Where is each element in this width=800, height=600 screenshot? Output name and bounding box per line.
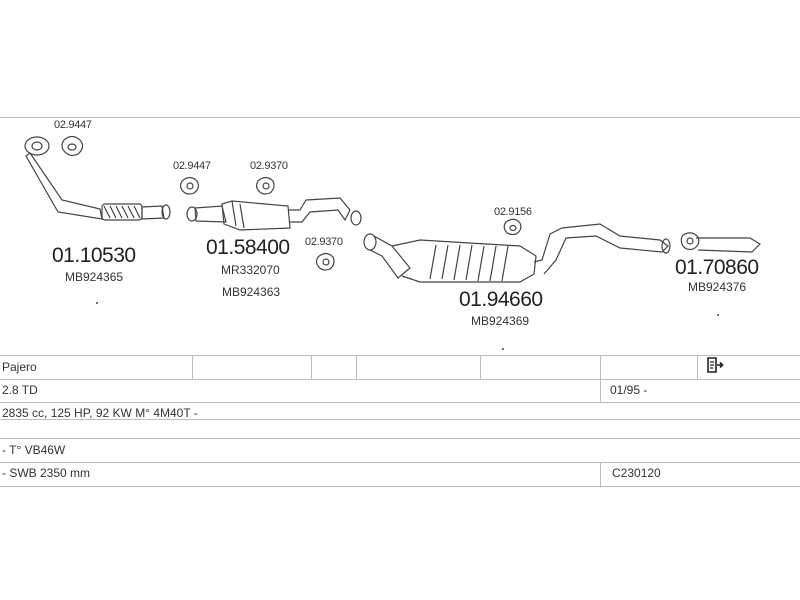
oem-ref-front-silencer-2: MB924363 [222,285,281,299]
spec-cell: 2835 cc, 125 HP, 92 KW M° 4M40T - [2,406,198,420]
table-border [0,419,800,420]
table-border [0,402,800,403]
gasket-drawing-3 [255,176,275,195]
table-divider [600,355,601,379]
gasket-drawing-4 [315,252,335,271]
gasket-drawing-6 [680,232,700,251]
gasket-ref-4: 02.9370 [305,236,343,248]
table-divider [480,355,481,379]
table-border [0,438,800,439]
oem-ref-tail-pipe: MB924376 [688,280,747,294]
oem-ref-front-pipe: MB924365 [65,270,124,284]
front-pipe-drawing [24,136,171,221]
part-number-front-silencer: 01.58400 [206,236,290,259]
oem-ref-rear-silencer: MB924369 [471,314,530,328]
table-divider [600,462,601,486]
oem-ref-front-silencer: MR332070 [221,263,280,277]
exhaust-diagram [24,135,761,283]
table-border [0,355,800,356]
table-divider [311,355,312,379]
code-cell: C230120 [612,466,661,480]
type-cell: - T° VB46W [2,443,66,457]
table-border [0,486,800,487]
top-separator [0,117,800,118]
table-divider [192,355,193,379]
gasket-ref-2: 02.9447 [173,160,211,172]
gasket-drawing-2 [179,176,200,195]
gasket-ref-5: 02.9156 [494,206,532,218]
gasket-drawing-5 [503,218,522,236]
part-number-rear-silencer: 01.94660 [459,288,543,311]
wheelbase-cell: - SWB 2350 mm [2,466,91,480]
part-number-front-pipe: 01.10530 [52,244,136,267]
table-divider [600,379,601,402]
dot-mark [96,302,98,304]
dot-mark [502,348,504,350]
tail-pipe-drawing [696,237,761,253]
table-border [0,379,800,380]
part-number-tail-pipe: 01.70860 [675,256,759,279]
model-cell: Pajero [2,360,37,374]
front-silencer-drawing [186,197,362,231]
document-arrow-icon[interactable] [706,356,724,374]
rear-silencer-drawing [363,223,671,283]
table-border [0,462,800,463]
gasket-ref-1: 02.9447 [54,119,92,131]
gasket-ref-3: 02.9370 [250,160,288,172]
dot-mark [717,314,719,316]
table-divider [356,355,357,379]
date-cell: 01/95 - [610,383,648,397]
table-divider [697,355,698,379]
gasket-drawing-1 [61,135,84,157]
engine-cell: 2.8 TD [2,383,38,397]
